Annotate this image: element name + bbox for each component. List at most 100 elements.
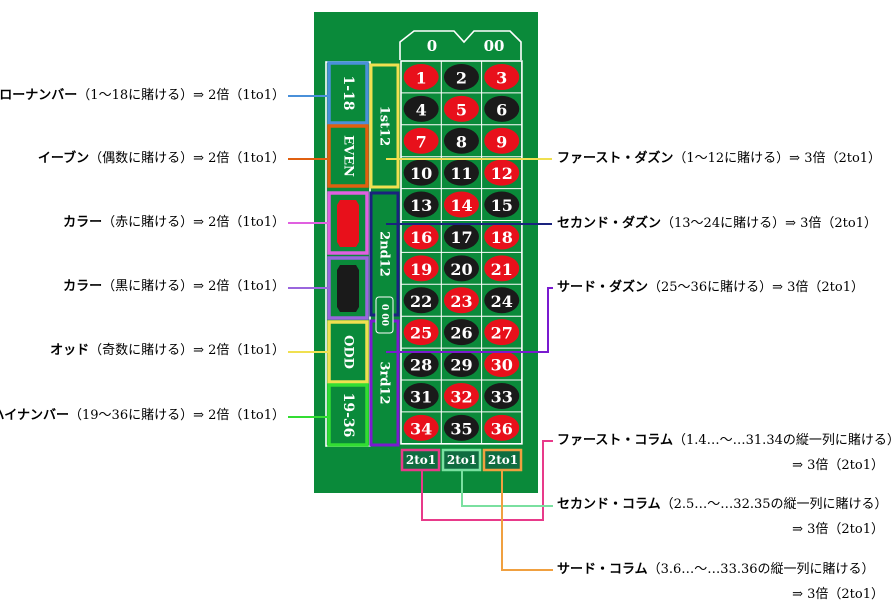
number-chip [484,255,520,282]
number-label: 22 [410,292,432,311]
number-cell-36: 36 [484,414,520,441]
label-low-number: ローナンバー（1～18に賭ける）⇒ 2倍（1to1） [0,88,285,103]
column-bet-label-3: 2to1 [488,453,518,467]
number-label: 19 [410,260,432,279]
mid-zero-mark-box [375,296,394,334]
number-label: 21 [491,260,513,279]
number-cell-12: 12 [484,159,520,186]
number-chip [443,382,479,409]
label-black: カラー（黒に賭ける）⇒ 2倍（1to1） [63,279,285,294]
odd-bet-label: ODD [341,335,356,369]
number-cell-13: 13 [403,191,439,218]
label-second-dozen: セカンド・ダズン（13～24に賭ける）⇒ 3倍（2to1） [557,216,877,231]
double-zero-label: 00 [484,37,505,55]
label-third-column-payout: ⇒ 3倍（2to1） [792,587,884,602]
number-label: 31 [410,387,432,406]
number-chip [443,95,479,122]
number-cell-22: 22 [403,287,439,314]
number-chip [443,319,479,346]
number-label: 30 [491,356,513,375]
label-second-column-payout: ⇒ 3倍（2to1） [792,522,884,537]
number-label: 4 [416,100,427,119]
number-label: 28 [410,356,432,375]
zero-outline [399,30,522,60]
number-chip [484,95,520,122]
number-cell-35: 35 [443,414,479,441]
even-bet-box [327,124,369,188]
number-cell-33: 33 [484,382,520,409]
number-label: 14 [450,196,472,215]
number-label: 36 [491,419,513,438]
number-label: 3 [496,68,507,87]
number-label: 35 [450,419,472,438]
number-label: 32 [450,387,472,406]
number-chip [403,351,439,378]
number-cell-1: 1 [403,63,439,90]
number-chip [403,63,439,90]
high-bet-label: 19-36 [340,393,356,438]
number-chip [403,382,439,409]
number-cell-9: 9 [484,127,520,154]
number-cell-32: 32 [443,382,479,409]
number-label: 16 [410,228,432,247]
number-cell-2: 2 [443,63,479,90]
number-chip [443,63,479,90]
number-chip [484,159,520,186]
number-cell-4: 4 [403,95,439,122]
number-chip [484,319,520,346]
number-cell-10: 10 [403,159,439,186]
number-label: 26 [450,324,472,343]
number-chip [443,255,479,282]
number-label: 29 [450,356,472,375]
red-diamond [337,200,359,247]
number-cell-18: 18 [484,223,520,250]
number-label: 34 [410,419,432,438]
label-third-column: サード・コラム（3.6…～…33.36の縦一列に賭ける） [557,562,875,577]
number-cell-5: 5 [443,95,479,122]
number-label: 20 [450,260,472,279]
number-cell-14: 14 [443,191,479,218]
column-bet-label-1: 2to1 [406,453,436,467]
number-chip [443,191,479,218]
number-label: 18 [491,228,513,247]
number-label: 27 [491,324,513,343]
label-third-dozen: サード・ダズン（25～36に賭ける）⇒ 3倍（2to1） [557,280,864,295]
column-bet-label-2: 2to1 [447,453,477,467]
low-bet-label: 1-18 [340,75,356,110]
mid-zero-mark-label: 0 00 [379,304,389,326]
first-dozen-label: 1st12 [377,106,392,146]
number-label: 13 [410,196,432,215]
number-chip [403,191,439,218]
number-label: 2 [456,68,467,87]
number-label: 1 [416,68,427,87]
number-cell-3: 3 [484,63,520,90]
number-chip [443,127,479,154]
number-chip [484,287,520,314]
label-first-dozen: ファースト・ダズン（1～12に賭ける）⇒ 3倍（2to1） [557,151,882,166]
number-cell-23: 23 [443,287,479,314]
number-chip [443,287,479,314]
second-dozen-label: 2nd12 [377,231,392,277]
third-dozen-label: 3rd12 [377,361,392,404]
number-chip [403,319,439,346]
number-chip [403,95,439,122]
number-chip [484,223,520,250]
number-chip [403,223,439,250]
number-chip [484,351,520,378]
low-bet-box [327,61,369,125]
number-cell-26: 26 [443,319,479,346]
number-label: 25 [410,324,432,343]
label-even: イーブン（偶数に賭ける）⇒ 2倍（1to1） [37,151,285,166]
label-odd: オッド（奇数に賭ける）⇒ 2倍（1to1） [50,343,285,358]
number-label: 7 [416,132,427,151]
number-cell-15: 15 [484,191,520,218]
number-cell-28: 28 [403,351,439,378]
number-cell-30: 30 [484,351,520,378]
leader-line-col1 [421,440,553,521]
number-cell-6: 6 [484,95,520,122]
leader-line-col2 [461,470,553,507]
number-chip [443,414,479,441]
number-label: 33 [491,387,513,406]
number-cell-16: 16 [403,223,439,250]
